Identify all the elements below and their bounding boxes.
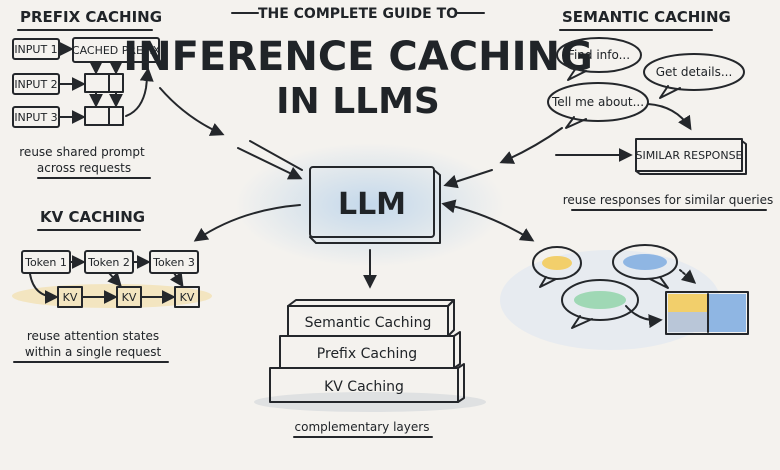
bubble-tell-me-tail — [565, 116, 587, 129]
title-line-1: INFERENCE CACHING — [123, 34, 593, 80]
bubble-get-details — [643, 53, 745, 91]
layer-prefix-label: Prefix Caching — [317, 346, 417, 362]
header: THE COMPLETE GUIDE TO INFERENCE CACHING … — [123, 6, 593, 122]
prefix-block-2b — [108, 73, 124, 93]
input-1-label: INPUT 1 — [14, 43, 57, 56]
semantic-caption: reuse responses for similar queries — [563, 193, 774, 207]
prefix-block-3a — [84, 106, 110, 126]
kv-heading: KV CACHING — [40, 208, 145, 226]
response-panel-blue — [708, 294, 746, 332]
layer-semantic-box — [287, 305, 449, 337]
arrow-llm-to-kv — [193, 204, 301, 242]
kv-caption-1: reuse attention states — [27, 329, 159, 343]
arrow-blue-to-panel — [679, 269, 697, 284]
token-1-label: Token 1 — [24, 256, 67, 269]
arrow-prefix-to-llm-b — [237, 147, 303, 180]
kicker-text: THE COMPLETE GUIDE TO — [258, 6, 458, 22]
kv-caption-2: within a single request — [25, 345, 162, 359]
arrow-token2-kv — [107, 272, 122, 288]
layer-kv-side — [457, 363, 465, 403]
kv-cell-3-label: KV — [180, 291, 195, 304]
bubble-green — [561, 279, 639, 321]
title-line-2: IN LLMS — [276, 81, 440, 122]
bubble-green-fill — [574, 291, 626, 309]
prefix-block-2a — [84, 73, 110, 93]
prefix-caption-2: across requests — [37, 161, 131, 175]
response-panel-grey — [668, 312, 708, 332]
bubble-blue-fill — [623, 254, 667, 270]
arrow-prefix-to-llm-a — [159, 87, 225, 136]
llm-label: LLM — [338, 187, 406, 222]
prefix-heading: PREFIX CACHING — [20, 8, 162, 26]
bubble-yellow-tail — [539, 276, 557, 288]
semantic-bubbles-cluster — [500, 244, 749, 350]
bubble-blue-tail — [649, 276, 669, 289]
llm-box-shadow — [309, 169, 441, 244]
bubble-find-info-text: Find info... — [568, 48, 630, 62]
arrow-curve-up — [125, 67, 154, 117]
bubble-tell-me-text: Tell me about... — [551, 95, 644, 109]
bubble-find-info-tail — [567, 67, 587, 81]
layer-stack: KV Caching Prefix Caching Semantic Cachi… — [254, 299, 486, 438]
arrow-prefix-to-llm-c — [249, 140, 303, 171]
llm-center: LLM — [159, 87, 563, 289]
kv-cell-1-label: KV — [63, 291, 78, 304]
similar-response-label: SIMILAR RESPONSE — [635, 149, 742, 162]
input-2-label: INPUT 2 — [14, 78, 57, 91]
arrow-llm-to-bubbles — [441, 199, 535, 242]
llm-box — [309, 166, 435, 238]
similar-response-box — [635, 138, 743, 172]
arrow-semantic-to-llm — [499, 127, 563, 164]
prefix-caching-section: PREFIX CACHING INPUT 1 INPUT 2 INPUT 3 C… — [12, 8, 162, 179]
bubble-get-details-tail — [659, 85, 681, 99]
prefix-caption-1: reuse shared prompt — [19, 145, 145, 159]
response-panel-yellow — [668, 294, 708, 312]
bubble-tell-me — [547, 82, 649, 122]
arrow-bubble-similar — [647, 103, 692, 131]
response-panel — [665, 291, 749, 335]
bubble-yellow-fill — [542, 256, 572, 270]
bubble-find-info — [556, 37, 642, 73]
similar-response-shadow — [635, 140, 747, 175]
prefix-block-3b — [108, 106, 124, 126]
semantic-heading: SEMANTIC CACHING — [562, 8, 731, 26]
input-3-label: INPUT 3 — [14, 111, 57, 124]
arrow-token1-kv — [29, 273, 59, 304]
layer-semantic-label: Semantic Caching — [305, 315, 432, 331]
token-2-label: Token 2 — [87, 256, 130, 269]
layer-semantic-side — [447, 299, 455, 337]
token-3-label: Token 3 — [152, 256, 195, 269]
bubble-green-tail — [571, 315, 593, 329]
stack-caption: complementary layers — [295, 420, 430, 434]
kv-caching-section: KV CACHING Token 1 Token 2 Token 3 KV KV… — [12, 208, 212, 363]
bubble-get-details-text: Get details... — [656, 65, 733, 79]
arrow-token3-kv — [169, 271, 184, 288]
layer-prefix-side — [453, 331, 461, 369]
cached-prefix-label: CACHED PREFIX — [72, 44, 161, 57]
layer-kv-label: KV Caching — [324, 379, 404, 395]
arrow-green-to-panel — [625, 305, 663, 329]
kv-cell-2-label: KV — [122, 291, 137, 304]
semantic-caching-section: SEMANTIC CACHING Find info... Get detail… — [547, 8, 774, 211]
bubble-blue — [612, 244, 678, 280]
arrow-semantic-to-llm-b — [443, 169, 493, 189]
